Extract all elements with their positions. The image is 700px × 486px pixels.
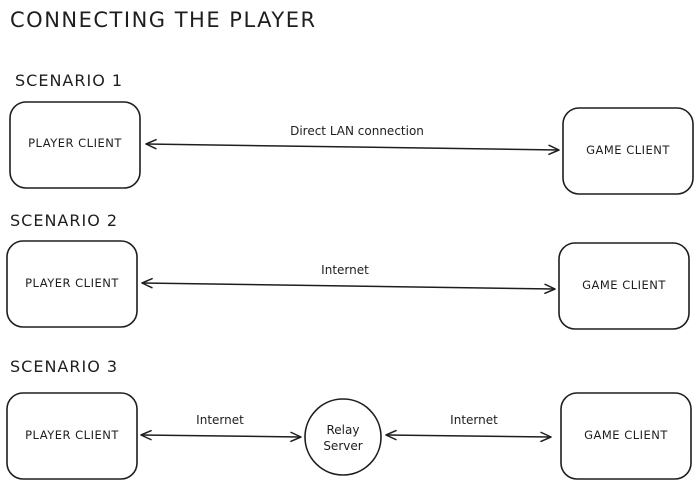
- scenario-3: SCENARIO 3 PLAYER CLIENT Relay Server GA…: [6, 357, 692, 480]
- scenario-1-player-client-box: [9, 101, 141, 189]
- scenario-3-relay-server-label-line1: Relay: [327, 423, 360, 437]
- scenario-3-relay-server-node: Relay Server: [304, 398, 382, 476]
- scenario-2-player-client-label: PLAYER CLIENT: [25, 276, 119, 290]
- scenario-3-player-client-node: PLAYER CLIENT: [6, 392, 138, 480]
- scenario-3-left-connection-arrow: [140, 429, 302, 443]
- scenario-3-player-client-label: PLAYER CLIENT: [25, 428, 119, 442]
- scenario-2-edge-label: Internet: [321, 263, 369, 277]
- scenario-1-game-client-box: [562, 107, 694, 195]
- scenario-3-game-client-node: GAME CLIENT: [560, 392, 692, 480]
- diagram-title: CONNECTING THE PLAYER: [10, 8, 317, 32]
- scenario-1-heading: SCENARIO 1: [15, 71, 123, 90]
- scenario-1-edge-label: Direct LAN connection: [290, 124, 424, 138]
- scenario-3-relay-server-label-line2: Server: [323, 439, 362, 453]
- scenario-3-right-connection-arrow: [385, 429, 552, 443]
- scenario-1: SCENARIO 1 PLAYER CLIENT GAME CLIENT Dir…: [9, 71, 694, 195]
- scenario-1-connection-arrow: [145, 138, 560, 156]
- scenario-3-left-edge-label: Internet: [196, 413, 244, 427]
- scenario-3-game-client-box: [560, 392, 692, 480]
- scenario-3-game-client-label: GAME CLIENT: [584, 428, 668, 442]
- scenario-1-game-client-label: GAME CLIENT: [586, 143, 670, 157]
- scenario-3-player-client-box: [6, 392, 138, 480]
- scenario-1-player-client-label: PLAYER CLIENT: [28, 136, 122, 150]
- scenario-3-heading: SCENARIO 3: [10, 357, 118, 376]
- scenario-3-right-edge-label: Internet: [450, 413, 498, 427]
- scenario-2-heading: SCENARIO 2: [10, 211, 118, 230]
- scenario-1-game-client-node: GAME CLIENT: [562, 107, 694, 195]
- scenario-2-player-client-node: PLAYER CLIENT: [6, 240, 138, 328]
- scenario-2-game-client-box: [558, 242, 690, 330]
- scenario-3-relay-server-circle: [304, 398, 382, 476]
- scenario-2-connection-arrow: [141, 277, 556, 295]
- scenario-2-game-client-node: GAME CLIENT: [558, 242, 690, 330]
- scenario-2: SCENARIO 2 PLAYER CLIENT GAME CLIENT Int…: [6, 211, 690, 330]
- scenario-2-player-client-box: [6, 240, 138, 328]
- scenario-1-player-client-node: PLAYER CLIENT: [9, 101, 141, 189]
- scenario-2-game-client-label: GAME CLIENT: [582, 278, 666, 292]
